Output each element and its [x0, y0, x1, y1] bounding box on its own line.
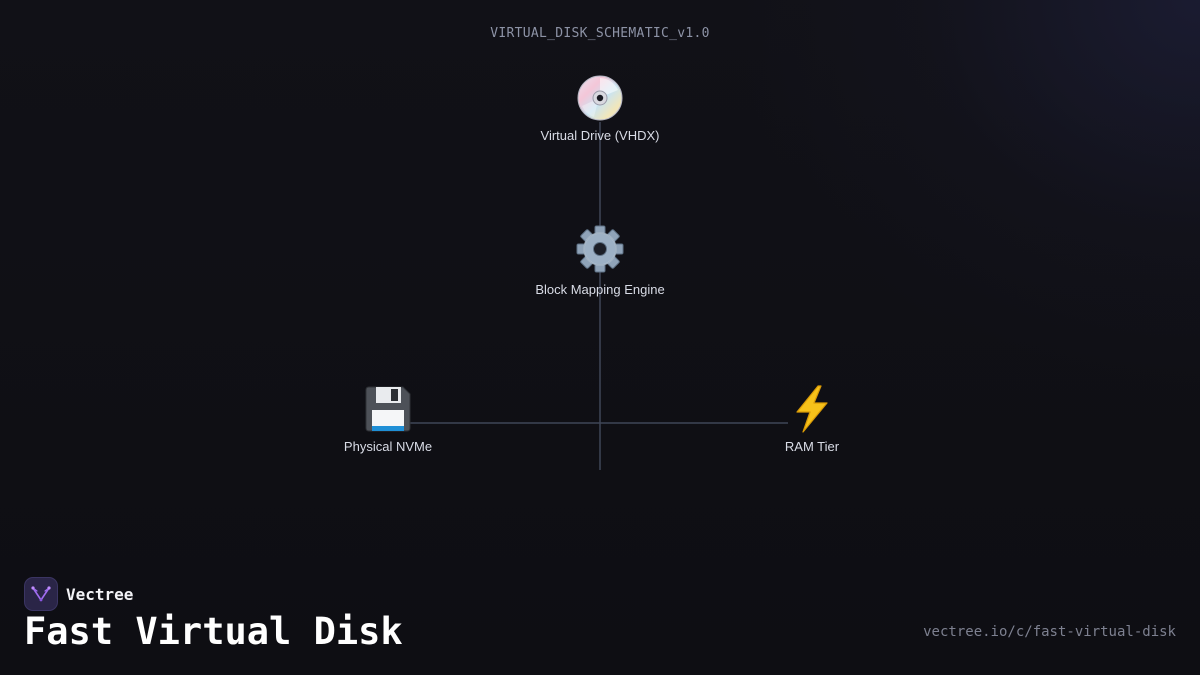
node-label-ram-tier: RAM Tier	[784, 439, 840, 454]
gear-icon	[576, 225, 624, 273]
floppy-disk-icon	[365, 386, 411, 432]
page-url[interactable]: vectree.io/c/fast-virtual-disk	[923, 624, 1176, 640]
node-block-mapping-engine: Block Mapping Engine	[500, 224, 700, 297]
node-label-block-mapping-engine: Block Mapping Engine	[535, 282, 665, 297]
vectree-logo-icon	[24, 577, 58, 611]
node-ram-tier: RAM Tier	[712, 384, 912, 454]
node-label-virtual-drive: Virtual Drive (VHDX)	[540, 128, 660, 143]
page-title: Fast Virtual Disk	[24, 610, 403, 653]
brand-name: Vectree	[66, 584, 134, 604]
brand: Vectree	[24, 577, 133, 611]
node-label-physical-nvme: Physical NVMe	[343, 439, 433, 454]
node-physical-nvme: Physical NVMe	[288, 384, 488, 454]
schematic-title: VIRTUAL_DISK_SCHEMATIC_v1.0	[490, 26, 710, 41]
node-virtual-drive: Virtual Drive (VHDX)	[500, 74, 700, 143]
optical-disc-icon	[577, 75, 623, 121]
lightning-bolt-icon	[796, 385, 828, 433]
